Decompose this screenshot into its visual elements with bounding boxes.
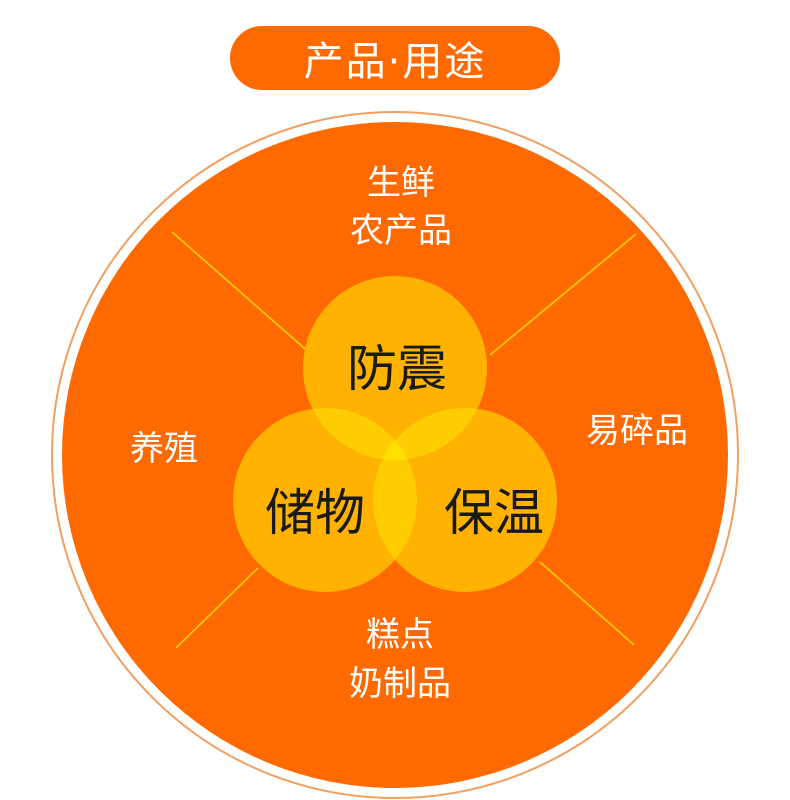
title-banner: 产品·用途 <box>230 26 560 90</box>
divider-line-top-right <box>489 233 637 356</box>
divider-line-bottom-left <box>175 567 259 649</box>
usage-bottom-line2: 奶制品 <box>349 664 451 704</box>
overlap-top-right <box>373 408 487 460</box>
divider-line-bottom-right <box>539 561 635 646</box>
property-right-label: 保温 <box>444 484 544 542</box>
usage-top-line1: 生鲜 <box>367 163 435 203</box>
property-top-label: 防震 <box>347 340 447 398</box>
property-left-label: 储物 <box>265 484 365 542</box>
overlap-top-left <box>303 408 417 460</box>
usage-right: 易碎品 <box>586 411 688 451</box>
usage-top-line2: 农产品 <box>350 211 452 251</box>
title-text: 产品·用途 <box>303 39 487 85</box>
usage-bottom-line1: 糕点 <box>366 615 434 655</box>
divider-line-top-left <box>171 231 313 356</box>
usage-left: 养殖 <box>130 429 198 469</box>
